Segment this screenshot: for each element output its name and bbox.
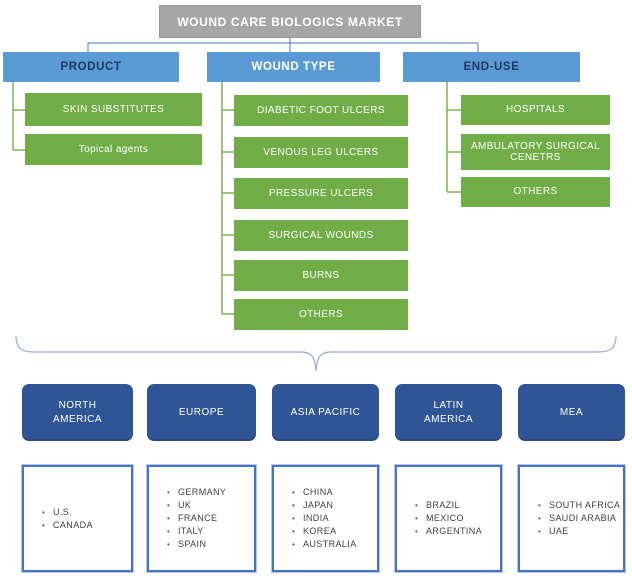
country-item: BRAZIL: [415, 499, 482, 512]
country-item: SOUTH AFRICA: [538, 499, 620, 512]
country-item: CANADA: [42, 519, 93, 532]
country-item: FRANCE: [167, 512, 226, 525]
item-venous-leg-ulcers: VENOUS LEG ULCERS: [234, 137, 408, 168]
diagram-title: WOUND CARE BIOLOGICS MARKET: [159, 5, 421, 38]
region-box-mea: MEA: [518, 384, 625, 441]
item-pressure-ulcers: PRESSURE ULCERS: [234, 178, 408, 209]
country-item: UAE: [538, 525, 620, 538]
item-wound-type-others: OTHERS: [234, 299, 408, 330]
country-item: SAUDI ARABIA: [538, 512, 620, 525]
region-box-europe: EUROPE: [147, 384, 256, 441]
curly-brace-icon: [15, 335, 617, 372]
segment-header-wound-type: WOUND TYPE: [207, 52, 380, 82]
item-ambulatory-surgical-centers: AMBULATORY SURGICAL CENETRS: [461, 134, 610, 170]
country-list-asia-pacific: CHINA JAPAN INDIA KOREA AUSTRALIA: [272, 465, 379, 572]
country-list-latin-america: BRAZIL MEXICO ARGENTINA: [395, 465, 502, 572]
item-end-use-others: OTHERS: [461, 177, 610, 207]
item-skin-substitutes: SKIN SUBSTITUTES: [25, 93, 202, 126]
country-item: SPAIN: [167, 538, 226, 551]
country-item: ITALY: [167, 525, 226, 538]
item-burns: BURNS: [234, 260, 408, 291]
product-connector: [12, 82, 25, 151]
end-use-connector: [446, 82, 461, 193]
country-item: GERMANY: [167, 486, 226, 499]
country-item: JAPAN: [292, 499, 357, 512]
country-item: UK: [167, 499, 226, 512]
item-surgical-wounds: SURGICAL WOUNDS: [234, 220, 408, 251]
country-list-mea: SOUTH AFRICA SAUDI ARABIA UAE: [518, 465, 625, 572]
wound-type-connector: [221, 82, 234, 315]
region-box-asia-pacific: ASIA PACIFIC: [272, 384, 379, 441]
country-item: MEXICO: [415, 512, 482, 525]
segment-header-product: PRODUCT: [3, 52, 179, 82]
segment-header-end-use: END-USE: [403, 52, 580, 82]
country-list-europe: GERMANY UK FRANCE ITALY SPAIN: [147, 465, 256, 572]
country-item: ARGENTINA: [415, 525, 482, 538]
item-topical-agents: Topical agents: [25, 134, 202, 165]
item-hospitals: HOSPITALS: [461, 95, 610, 125]
country-item: KOREA: [292, 525, 357, 538]
region-box-north-america: NORTH AMERICA: [22, 384, 133, 441]
country-item: AUSTRALIA: [292, 538, 357, 551]
country-item: INDIA: [292, 512, 357, 525]
region-box-latin-america: LATIN AMERICA: [395, 384, 502, 441]
item-diabetic-foot-ulcers: DIABETIC FOOT ULCERS: [234, 95, 408, 126]
title-connector: [87, 38, 479, 52]
country-item: U.S.: [42, 506, 93, 519]
country-item: CHINA: [292, 486, 357, 499]
country-list-north-america: U.S. CANADA: [22, 465, 133, 572]
